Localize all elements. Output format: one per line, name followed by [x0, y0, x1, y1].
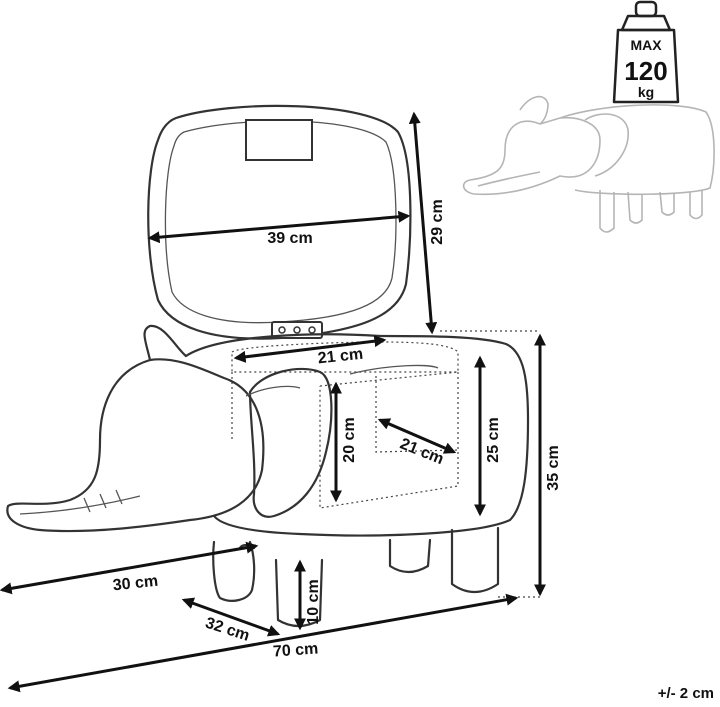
trunk-length-label: 30 cm — [112, 573, 159, 595]
weight-icon: MAX 120 kg — [612, 0, 680, 104]
lid-width-label: 39 cm — [267, 230, 312, 247]
total-length-label: 70 cm — [272, 640, 318, 660]
lid-height-label: 29 cm — [429, 199, 446, 244]
leg-height-label: 10 cm — [305, 579, 322, 624]
reference-elephant-icon — [462, 95, 715, 233]
storage-depth-label: 21 cm — [397, 435, 445, 468]
opening-width-label: 21 cm — [317, 346, 364, 368]
total-height-label: 35 cm — [545, 445, 562, 490]
elephant-stool-icon — [6, 104, 530, 628]
weight-value: 120 — [624, 56, 667, 86]
dimension-lines — [0, 111, 546, 693]
storage-height-label: 20 cm — [341, 417, 358, 462]
weight-unit: kg — [638, 84, 654, 100]
body-width-label: 32 cm — [203, 615, 251, 645]
seat-height-label: 25 cm — [485, 417, 502, 462]
tolerance-note: +/- 2 cm — [658, 685, 714, 702]
weight-max-label: MAX — [630, 37, 662, 53]
